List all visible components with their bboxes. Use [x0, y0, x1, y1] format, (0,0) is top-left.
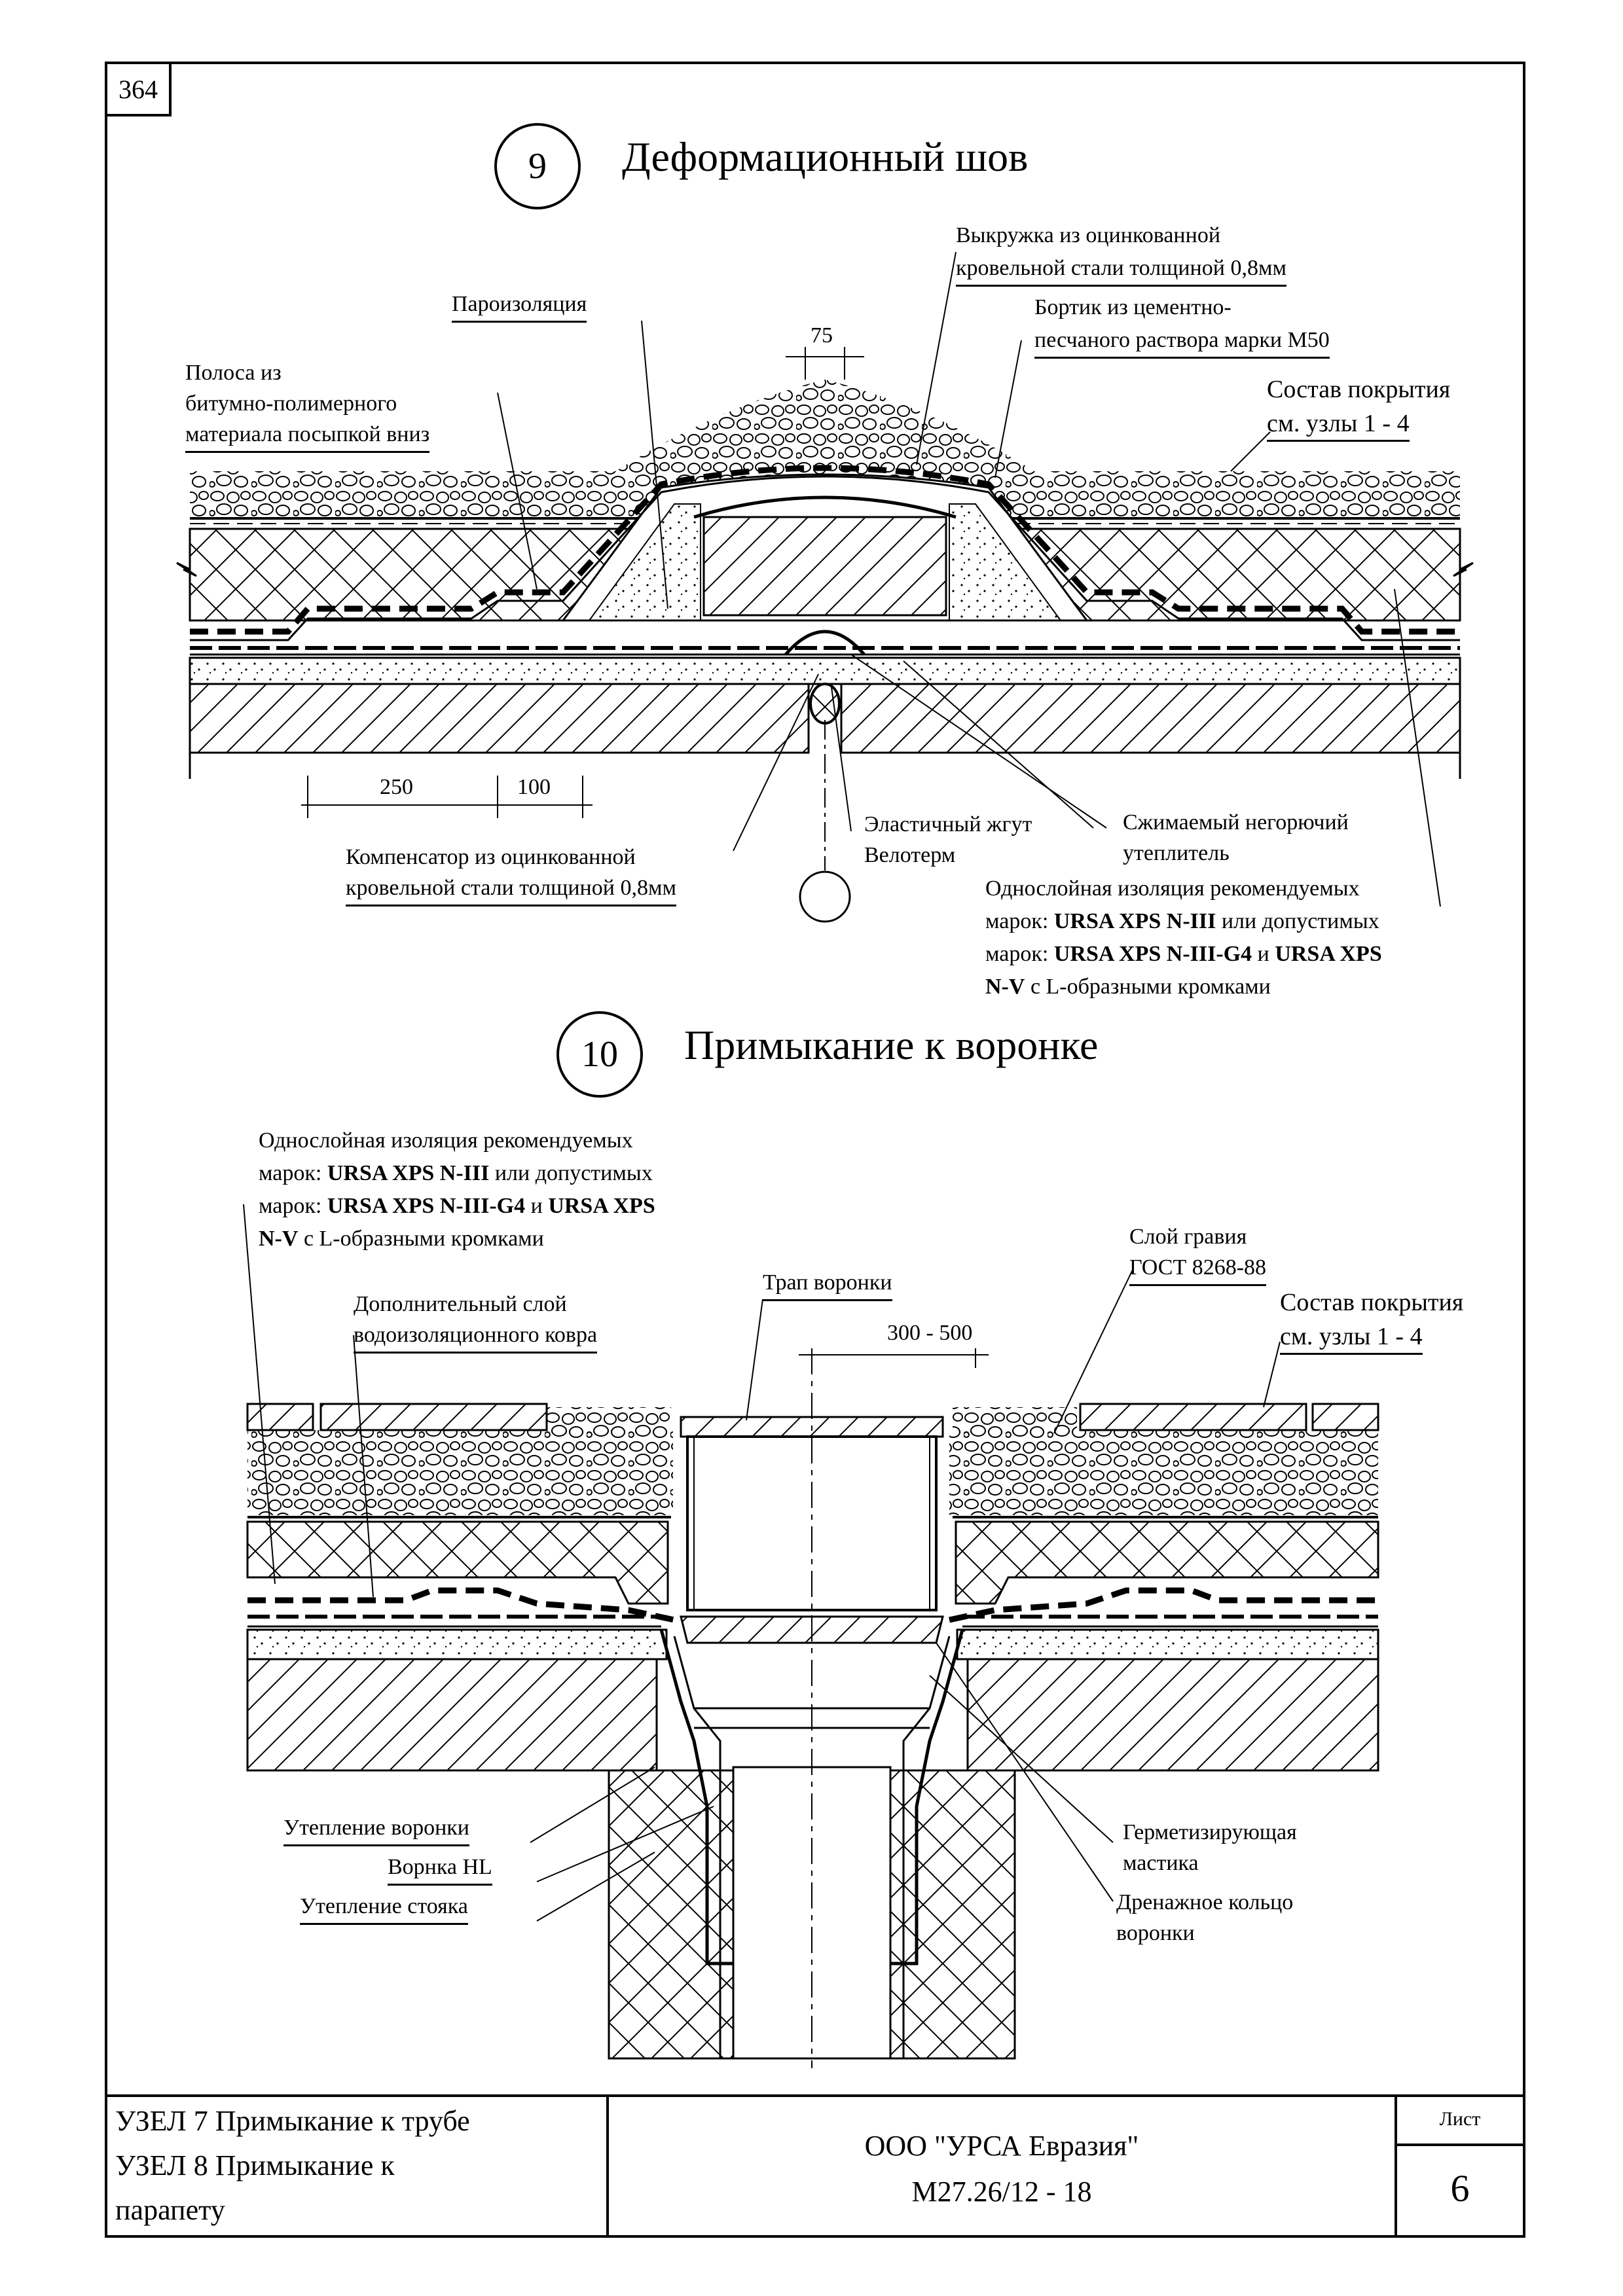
d9-label-bortik-1: Бортик из цементно- [1034, 295, 1231, 319]
d9-label-polosa-1: Полоса из [185, 361, 282, 385]
d9-label-sostav-1: Состав покрытия [1267, 376, 1451, 403]
d10-label-uteplenie-voronki: Утепление воронки [283, 1812, 469, 1846]
title-block: УЗЕЛ 7 Примыкание к трубе УЗЕЛ 8 Примыка… [105, 2094, 1525, 2238]
d10-label-izol-4: N-V с L-образными кромками [259, 1227, 544, 1251]
d10-label-trap: Трап воронки [763, 1266, 892, 1301]
sheet-number: 364 [105, 62, 172, 117]
title-block-left: УЗЕЛ 7 Примыкание к трубе УЗЕЛ 8 Примыка… [105, 2094, 609, 2238]
d9-label-izol-4: N-V с L-образными кромками [985, 975, 1271, 999]
d10-label-uteplenie-stoyaka: Утепление стояка [300, 1890, 468, 1925]
d9-label-kompensator-1: Компенсатор из оцинкованной [346, 845, 636, 869]
d10-label-sostav-2: см. узлы 1 - 4 [1280, 1320, 1423, 1355]
detail10-number-circle: 10 [556, 1011, 643, 1098]
d10-label-izol-2: марок: URSA XPS N-III или допустимых [259, 1161, 653, 1185]
detail10-number: 10 [581, 1034, 618, 1075]
title-block-line2: УЗЕЛ 8 Примыкание к [115, 2149, 395, 2181]
d10-label-germ-1: Герметизирующая [1123, 1820, 1297, 1844]
d10-label-dop-2: водоизоляционного ковра [354, 1319, 598, 1354]
d10-label-dop-1: Дополнительный слой [354, 1292, 567, 1316]
d9-label-uteplitel-1: Сжимаемый негорючий [1123, 810, 1349, 834]
d10-label-sostav-1: Состав покрытия [1280, 1289, 1464, 1316]
title-block-code: М27.26/12 - 18 [911, 2176, 1092, 2208]
title-block-line1: УЗЕЛ 7 Примыкание к трубе [115, 2105, 470, 2137]
detail10-section [243, 1204, 1379, 2068]
d10-label-germ-2: мастика [1123, 1851, 1199, 1875]
d9-label-vykruzhka-2: кровельной стали толщиной 0,8мм [956, 252, 1286, 287]
d10-label-izol-3: марок: URSA XPS N-III-G4 и URSA XPS [259, 1194, 655, 1218]
d9-dim-100: 100 [517, 775, 551, 799]
d10-label-izol-1: Однослойная изоляция рекомендуемых [259, 1128, 633, 1153]
d10-label-vorka-hl: Ворнка HL [388, 1851, 492, 1886]
d9-label-uteplitel-2: утеплитель [1123, 841, 1230, 865]
d9-label-bortik-2: песчаного раствора марки М50 [1034, 324, 1330, 359]
title-block-sheet: Лист 6 [1395, 2094, 1525, 2238]
title-block-center: ООО "УРСА Евразия" М27.26/12 - 18 [606, 2094, 1397, 2238]
title-block-sheet-label: Лист [1439, 2108, 1481, 2130]
d9-dim-75: 75 [811, 323, 833, 348]
d9-label-polosa-3: материала посыпкой вниз [185, 418, 430, 453]
d9-label-vykruzhka-1: Выкружка из оцинкованной [956, 223, 1221, 247]
d10-label-drenazh-1: Дренажное кольцо [1116, 1890, 1294, 1914]
detail9-number: 9 [528, 146, 547, 187]
d10-label-drenazh-2: воронки [1116, 1921, 1195, 1945]
d10-dim-300-500: 300 - 500 [887, 1321, 973, 1345]
title-block-sheet-label-cell: Лист [1397, 2097, 1523, 2146]
d9-label-izol-2: марок: URSA XPS N-III или допустимых [985, 909, 1379, 933]
d9-label-izol-1: Однослойная изоляция рекомендуемых [985, 876, 1360, 901]
title-block-line3: парапету [115, 2194, 225, 2226]
d9-label-izol-3: марок: URSA XPS N-III-G4 и URSA XPS [985, 942, 1382, 966]
detail9-section [176, 251, 1474, 923]
d9-label-paroizol: Пароизоляция [452, 288, 587, 323]
detail10-title: Примыкание к воронке [684, 1022, 1099, 1068]
d10-label-graviy-2: ГОСТ 8268-88 [1129, 1251, 1267, 1286]
title-block-sheet-num: 6 [1450, 2167, 1470, 2210]
detail9-title: Деформационный шов [622, 134, 1029, 180]
d9-label-polosa-2: битумно-полимерного [185, 391, 397, 416]
d9-label-kompensator-2: кровельной стали толщиной 0,8мм [346, 872, 676, 906]
d10-label-graviy-1: Слой гравия [1129, 1225, 1247, 1249]
d9-label-sostav-2: см. узлы 1 - 4 [1267, 407, 1410, 442]
d9-dim-250: 250 [380, 775, 413, 799]
detail9-number-circle: 9 [494, 123, 581, 209]
d9-label-zhgut-2: Велотерм [864, 843, 956, 867]
d9-label-zhgut-1: Эластичный жгут [864, 812, 1032, 836]
title-block-company: ООО "УРСА Евразия" [864, 2130, 1139, 2162]
